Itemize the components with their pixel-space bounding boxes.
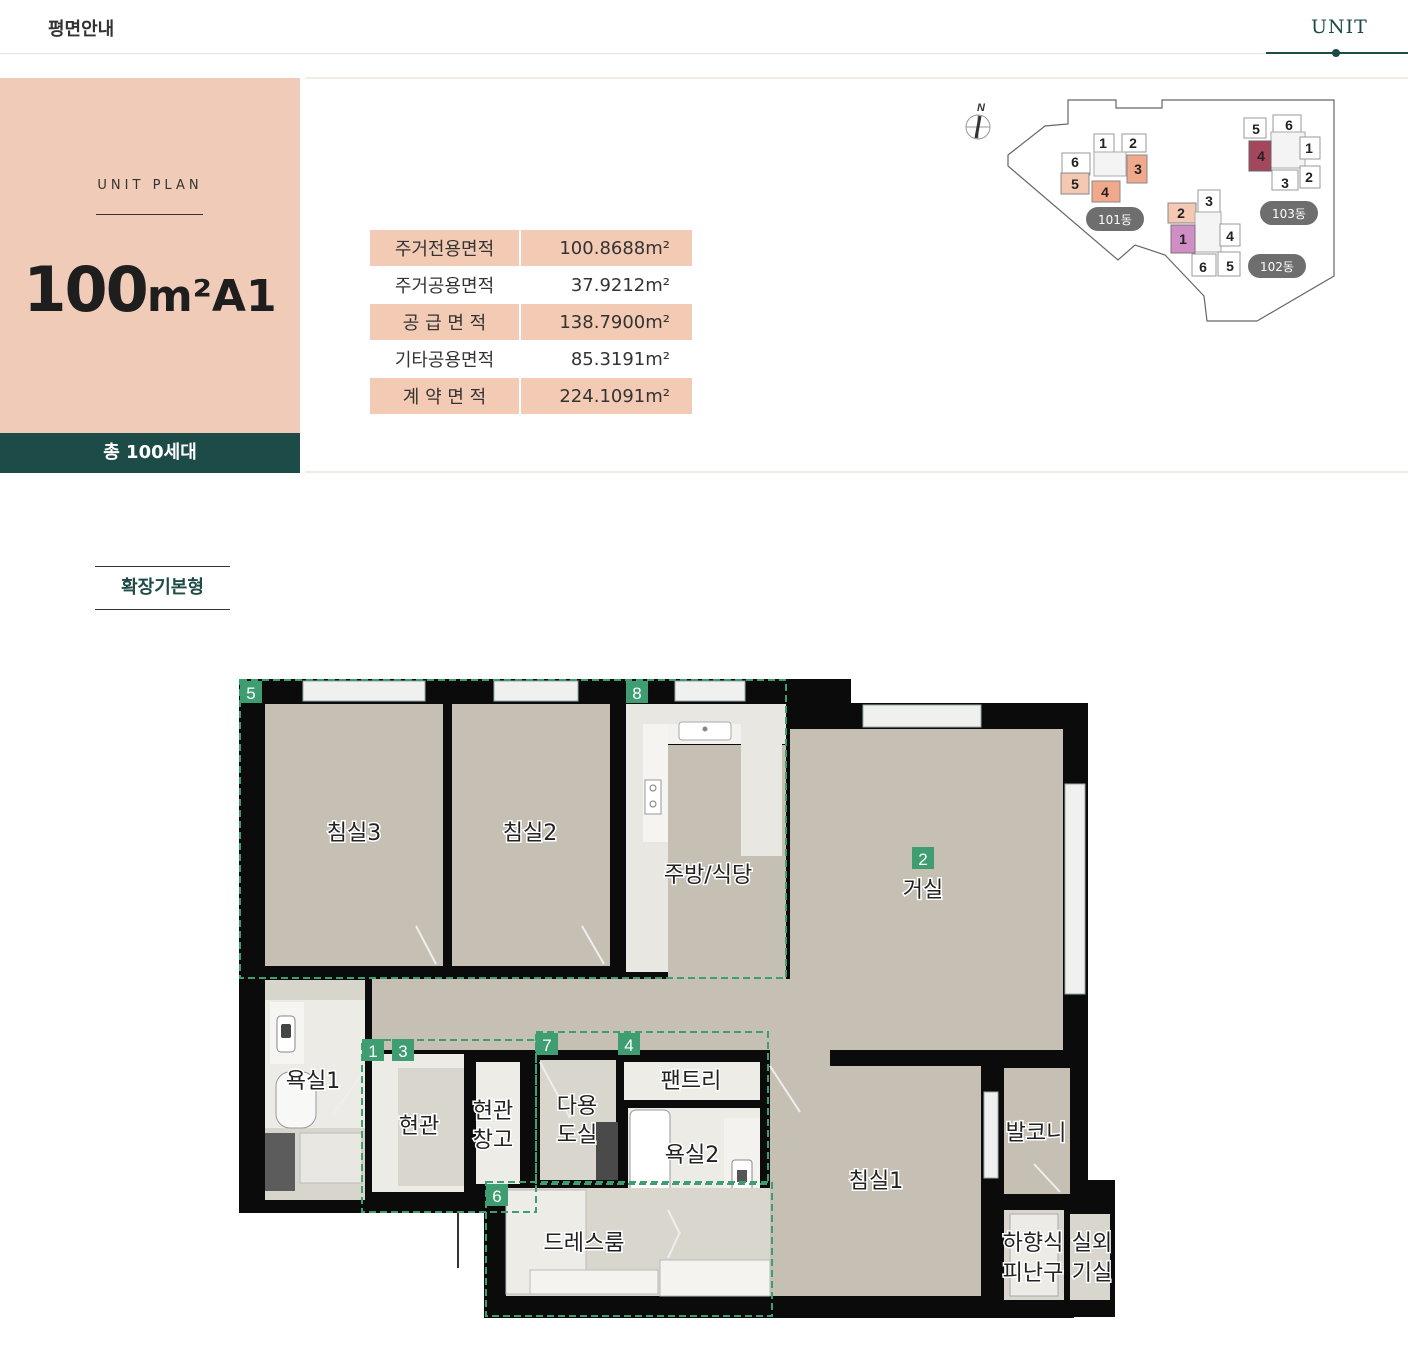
table-row: 주거공용면적 37.9212m² — [370, 267, 692, 303]
windows — [302, 680, 1086, 1179]
evac-area — [1004, 1210, 1110, 1300]
room-label-bed2: 침실2 — [503, 821, 557, 846]
room-label-utility-2: 도실 — [557, 1123, 597, 1148]
room-label-evac-1: 하향식 — [1003, 1231, 1064, 1256]
svg-text:1: 1 — [1099, 135, 1107, 151]
svg-text:3: 3 — [398, 1042, 407, 1061]
svg-text:2: 2 — [1177, 205, 1185, 221]
room-label-pantry: 팬트리 — [661, 1069, 722, 1094]
table-row: 공 급 면 적 138.7900m² — [370, 304, 692, 340]
unit-plan-divider — [96, 214, 203, 215]
svg-text:6: 6 — [492, 1187, 501, 1206]
room-label-kitchen: 주방/식당 — [664, 863, 752, 888]
svg-text:2: 2 — [918, 850, 927, 869]
table-row: 계 약 면 적 224.1091m² — [370, 378, 692, 414]
area-label: 계 약 면 적 — [370, 378, 521, 414]
door-swings — [415, 925, 1061, 1259]
svg-text:4: 4 — [1101, 184, 1109, 200]
floors — [265, 704, 1070, 1296]
area-label: 주거전용면적 — [370, 230, 521, 266]
dressroom-area — [505, 1188, 771, 1297]
kitchen-counters — [626, 704, 786, 972]
building-103: 5 6 1 2 3 4 103동 — [1243, 114, 1321, 225]
room-label-utility-1: 다용 — [557, 1094, 597, 1119]
table-row: 기타공용면적 85.3191m² — [370, 341, 692, 377]
svg-text:5: 5 — [1226, 258, 1234, 274]
svg-text:1: 1 — [1305, 140, 1313, 156]
unit-plan-label: UNIT PLAN — [97, 178, 203, 193]
building-101: 1 2 3 4 5 6 101동 — [1060, 133, 1148, 231]
svg-text:4: 4 — [1257, 148, 1265, 164]
divider-bottom — [305, 471, 1408, 473]
floor-plan: 1 2 3 4 5 6 7 8 침실3 침실2 주방/식당 거실 욕실1 현관 … — [239, 679, 1115, 1318]
bath1-area — [265, 980, 365, 1200]
building-103-label: 103동 — [1272, 207, 1306, 221]
svg-text:6: 6 — [1285, 117, 1293, 133]
tab-unit-indicator — [1332, 49, 1340, 57]
area-value: 138.7900m² — [521, 304, 692, 340]
svg-text:4: 4 — [1226, 228, 1234, 244]
svg-text:1: 1 — [1179, 231, 1187, 247]
area-value: 100.8688m² — [521, 230, 692, 266]
room-labels: 침실3 침실2 주방/식당 거실 욕실1 현관 현관 창고 다용 도실 팬트리 … — [284, 820, 1113, 1288]
room-label-bed3: 침실3 — [327, 821, 381, 846]
area-value: 224.1091m² — [521, 378, 692, 414]
room-label-living: 거실 — [903, 878, 943, 903]
building-102-label: 102동 — [1260, 260, 1294, 274]
svg-text:5: 5 — [1071, 176, 1079, 192]
svg-text:5: 5 — [246, 684, 255, 703]
households-badge: 총 100세대 — [0, 433, 300, 473]
room-label-storage-1: 현관 — [473, 1099, 513, 1124]
room-label-bed1: 침실1 — [849, 1169, 903, 1194]
top-bar: 평면안내 UNIT — [0, 0, 1408, 57]
room-label-dressroom: 드레스룸 — [544, 1231, 625, 1256]
building-101-label: 101동 — [1098, 213, 1132, 227]
page-title: 평면안내 — [48, 19, 115, 40]
tab-unit[interactable]: UNIT — [1311, 16, 1368, 38]
svg-text:3: 3 — [1281, 175, 1289, 191]
room-label-storage-2: 창고 — [473, 1128, 513, 1153]
svg-text:1: 1 — [368, 1042, 377, 1061]
svg-text:5: 5 — [1252, 121, 1260, 137]
svg-text:6: 6 — [1199, 259, 1207, 275]
area-label: 기타공용면적 — [370, 341, 521, 377]
entrance-area — [372, 1054, 618, 1268]
svg-text:4: 4 — [624, 1036, 633, 1055]
area-table: 주거전용면적 100.8688m² 주거공용면적 37.9212m² 공 급 면… — [370, 229, 692, 415]
svg-text:6: 6 — [1071, 154, 1079, 170]
zone-badges: 1 2 3 4 5 6 7 8 — [240, 681, 934, 1206]
svg-text:2: 2 — [1129, 135, 1137, 151]
room-label-bath1: 욕실1 — [286, 1069, 340, 1094]
compass-icon: N — [965, 102, 991, 140]
zone-outlines — [239, 679, 787, 1317]
room-label-evac-2: 피난구 — [1003, 1261, 1064, 1286]
unit-type-title: 100m²A1 — [0, 253, 300, 326]
room-label-balcony: 발코니 — [1006, 1121, 1067, 1146]
unit-plan-panel: UNIT PLAN 100m²A1 총 100세대 — [0, 78, 300, 473]
room-label-outdoor-2: 기실 — [1072, 1261, 1112, 1286]
building-102: 3 2 1 4 5 6 102동 — [1167, 189, 1306, 278]
room-label-outdoor-1: 실외 — [1072, 1231, 1112, 1256]
unit-type-number: 100 — [23, 253, 148, 326]
room-label-entrance: 현관 — [399, 1114, 439, 1139]
table-row: 주거전용면적 100.8688m² — [370, 230, 692, 266]
svg-text:2: 2 — [1305, 169, 1313, 185]
area-label: 공 급 면 적 — [370, 304, 521, 340]
area-value: 37.9212m² — [521, 267, 692, 303]
unit-type-suffix: m²A1 — [146, 271, 277, 322]
svg-text:7: 7 — [542, 1036, 551, 1055]
compass-label: N — [977, 102, 986, 114]
svg-text:3: 3 — [1205, 193, 1213, 209]
svg-text:3: 3 — [1134, 161, 1142, 177]
svg-text:8: 8 — [632, 684, 641, 703]
tab-expanded-basic[interactable]: 확장기본형 — [95, 566, 230, 610]
area-label: 주거공용면적 — [370, 267, 521, 303]
site-map: N 1 2 3 4 5 6 101동 5 6 1 2 3 4 103동 — [965, 99, 1335, 322]
room-label-bath2: 욕실2 — [665, 1143, 719, 1168]
area-value: 85.3191m² — [521, 341, 692, 377]
divider-top — [305, 77, 1408, 79]
